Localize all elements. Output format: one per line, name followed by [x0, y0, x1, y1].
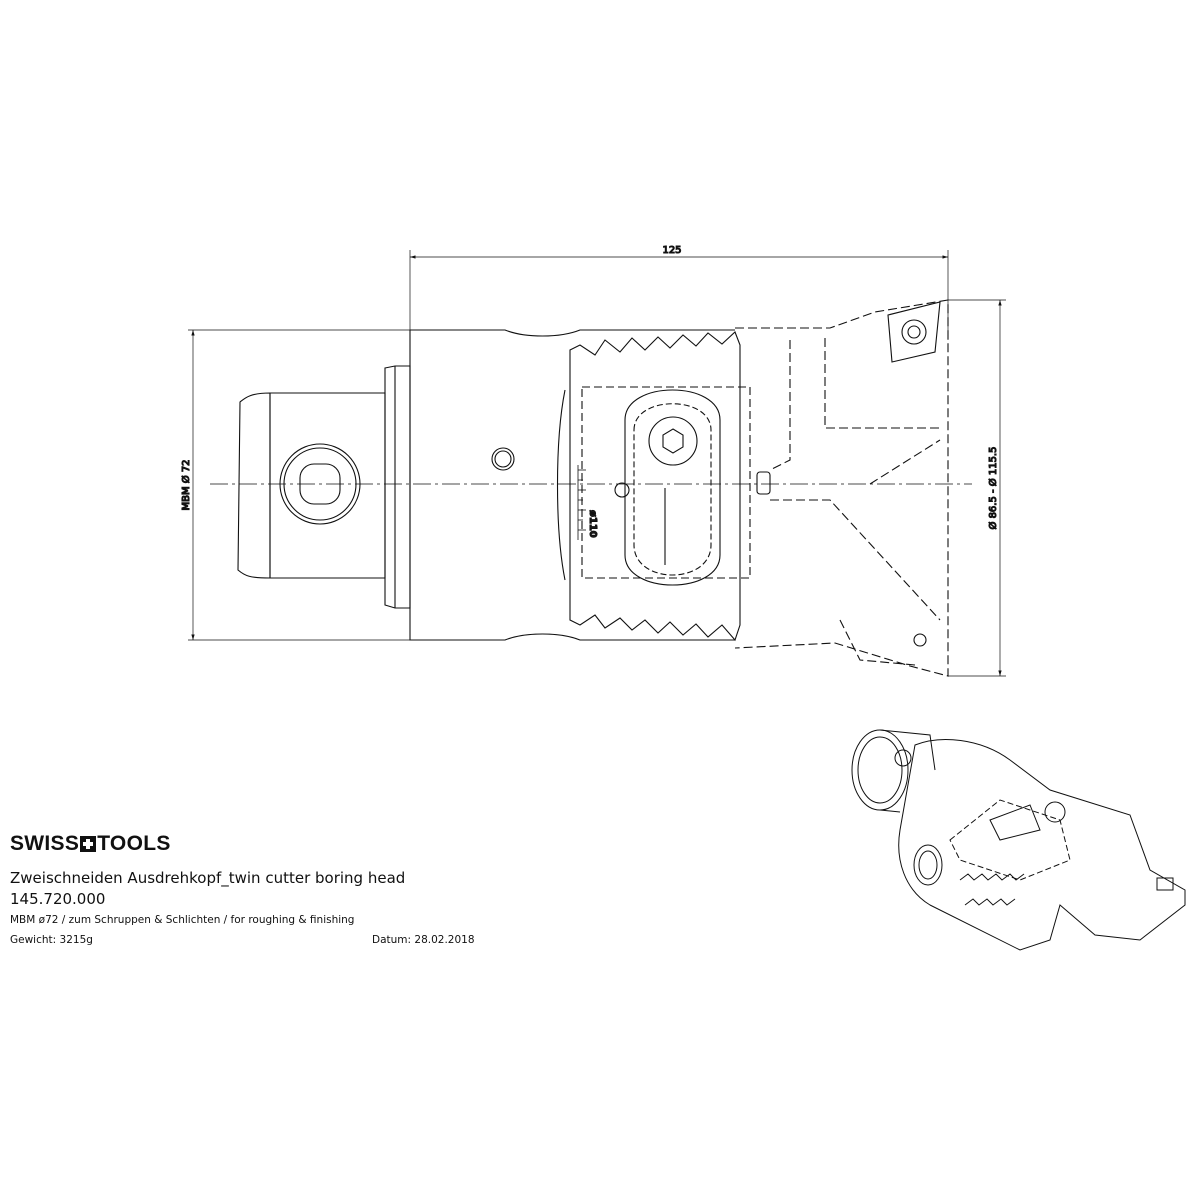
dimension-length: 125	[409, 244, 949, 340]
body: ø110	[409, 329, 751, 642]
dimension-length-label: 125	[662, 245, 681, 256]
dimension-range: Ø 86.5 - Ø 115.5	[948, 299, 1006, 677]
brand-logo: SWISS TOOLS	[10, 832, 171, 856]
cutter-head	[734, 299, 949, 677]
insert	[887, 301, 941, 647]
drawing-title: Zweischneiden Ausdrehkopf_twin cutter bo…	[10, 869, 406, 887]
shank	[237, 365, 411, 609]
description: MBM ø72 / zum Schruppen & Schlichten / f…	[10, 914, 355, 926]
dimension-range-label: Ø 86.5 - Ø 115.5	[987, 447, 999, 530]
weight: Gewicht: 3215g	[10, 934, 93, 946]
brand-left: SWISS	[10, 832, 80, 855]
adjustment-scale	[577, 465, 586, 540]
date: Datum: 28.02.2018	[372, 934, 475, 946]
dimension-shank-label: MBM Ø 72	[180, 459, 192, 510]
scale-label: ø110	[587, 510, 598, 538]
part-number: 145.720.000	[10, 890, 106, 908]
isometric-view	[851, 729, 1186, 951]
pin	[756, 471, 771, 495]
swiss-cross-icon	[80, 836, 97, 852]
brand-right: TOOLS	[97, 832, 171, 855]
dimension-shank: MBM Ø 72	[179, 329, 410, 641]
